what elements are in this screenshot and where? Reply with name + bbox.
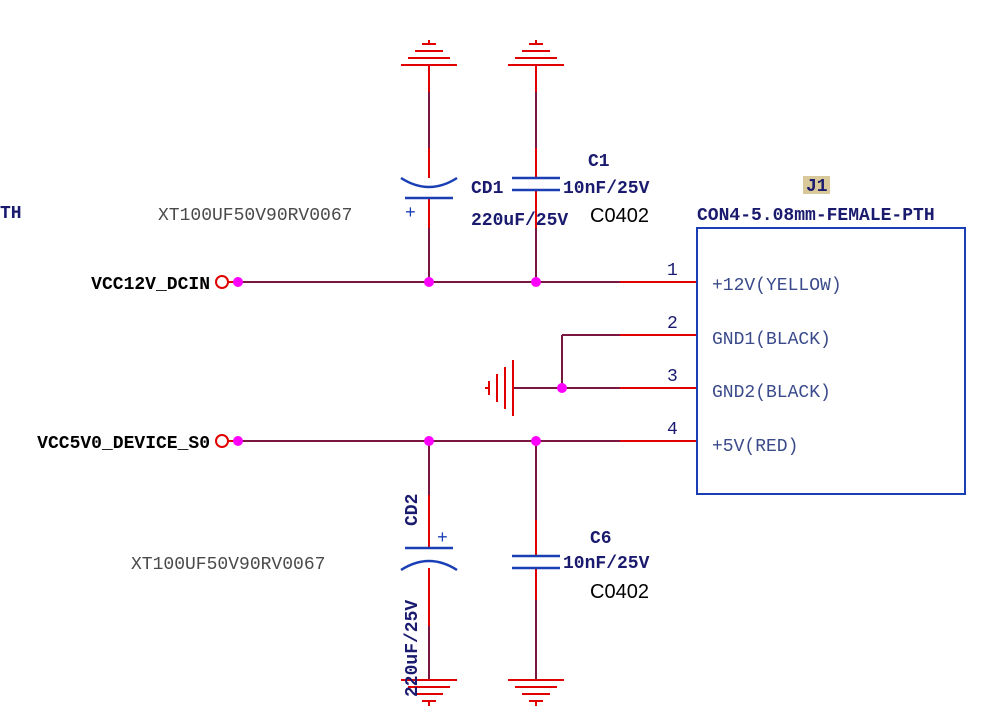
j1-pin3-label: GND2(BLACK) (712, 383, 831, 403)
cd2-part-number: XT100UF50V90RV0067 (131, 555, 325, 575)
ground-symbol-cd1-top (401, 40, 457, 92)
net-vcc12-port[interactable] (215, 275, 229, 289)
net-vcc5-port[interactable] (215, 434, 229, 448)
c6-footprint: C0402 (590, 581, 649, 603)
cd2-designator: CD2 (403, 494, 423, 526)
gnd-wires (513, 334, 620, 389)
junction-dot (424, 436, 434, 446)
c1-value: 10nF/25V (563, 179, 650, 199)
ground-symbol-cd2-bottom (401, 679, 457, 706)
junction-dot (557, 383, 567, 393)
j1-pin1-number: 1 (667, 261, 678, 281)
j1-part-number: CON4-5.08mm-FEMALE-PTH (697, 206, 935, 226)
connector-j1-body[interactable] (696, 227, 966, 495)
ground-symbol-c1-top (508, 40, 564, 92)
net-vcc5-label[interactable]: VCC5V0_DEVICE_S0 (37, 434, 210, 454)
cd2-value: 220uF/25V (403, 600, 423, 697)
j1-pin1-label: +12V(YELLOW) (712, 276, 842, 296)
j1-pin4-label: +5V(RED) (712, 437, 798, 457)
c1-designator: C1 (588, 152, 610, 172)
net-left-partial-label: TH (0, 204, 22, 224)
pin-stubs-bottom (428, 495, 537, 626)
c1-footprint: C0402 (590, 205, 649, 227)
j1-designator: J1 (806, 177, 828, 197)
cd1-value: 220uF/25V (471, 211, 568, 231)
junction-dot (531, 277, 541, 287)
net-vcc12-label[interactable]: VCC12V_DCIN (91, 275, 210, 295)
wires-bottom (428, 441, 537, 680)
wires-top (428, 92, 537, 282)
pin-stubs-top (428, 148, 537, 228)
j1-pin4-number: 4 (667, 420, 678, 440)
ground-symbol-connector (485, 360, 514, 416)
j1-pin3-number: 3 (667, 367, 678, 387)
c6-designator: C6 (590, 529, 612, 549)
cd1-designator: CD1 (471, 179, 504, 199)
c6-value: 10nF/25V (563, 554, 650, 574)
junction-dot (531, 436, 541, 446)
ground-symbol-c6-bottom (508, 679, 564, 706)
cd1-polarity-mark: + (405, 204, 416, 224)
j1-pin2-label: GND1(BLACK) (712, 330, 831, 350)
cd2-capacitor-symbol[interactable] (400, 546, 458, 572)
junction-dot (233, 436, 243, 446)
junction-dots (233, 277, 567, 446)
junction-dot (424, 277, 434, 287)
c1-capacitor-symbol[interactable] (512, 176, 560, 192)
cd2-polarity-mark: + (437, 529, 448, 549)
cd1-part-number: XT100UF50V90RV0067 (158, 206, 352, 226)
junction-dot (233, 277, 243, 287)
cd1-capacitor-symbol[interactable] (400, 176, 458, 200)
j1-pin2-number: 2 (667, 314, 678, 334)
j1-designator-highlight (803, 176, 830, 194)
c6-capacitor-symbol[interactable] (512, 554, 560, 570)
